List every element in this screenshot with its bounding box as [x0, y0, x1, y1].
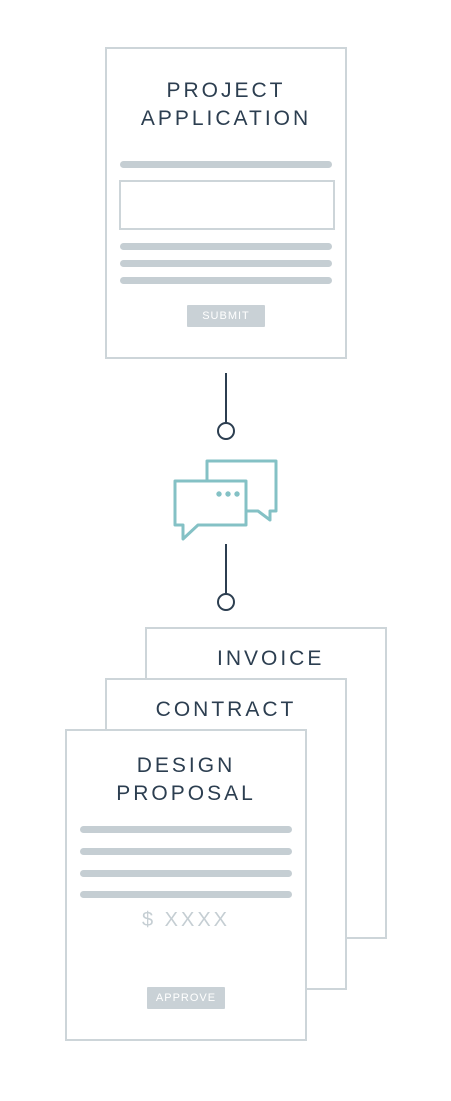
project-application-card: PROJECT APPLICATION SUBMIT: [105, 47, 347, 359]
form-input-box[interactable]: [119, 180, 335, 230]
proposal-text-line: [80, 826, 292, 833]
application-title: PROJECT APPLICATION: [107, 77, 345, 133]
application-title-line1: PROJECT: [166, 79, 286, 102]
proposal-title: DESIGN PROPOSAL: [67, 752, 305, 808]
form-text-line: [120, 277, 332, 284]
connector-node-bottom: [217, 593, 235, 611]
proposal-text-line: [80, 848, 292, 855]
proposal-price: $ XXXX: [141, 909, 231, 931]
form-text-line: [120, 161, 332, 168]
chat-dot: [216, 491, 222, 497]
proposal-text-line: [80, 870, 292, 877]
submit-button[interactable]: SUBMIT: [187, 305, 265, 327]
chat-bubbles-icon: [173, 459, 278, 541]
proposal-title-line1: DESIGN: [136, 754, 236, 777]
chat-dot: [225, 491, 231, 497]
contract-title: CONTRACT: [155, 698, 297, 721]
application-title-line2: APPLICATION: [140, 107, 312, 130]
proposal-title-line2: PROPOSAL: [116, 782, 256, 805]
connector-node-top: [217, 422, 235, 440]
chat-dot: [234, 491, 240, 497]
invoice-title: INVOICE: [217, 647, 325, 670]
proposal-text-line: [80, 891, 292, 898]
design-proposal-document: DESIGN PROPOSAL $ XXXX APPROVE: [65, 729, 307, 1041]
approve-button[interactable]: APPROVE: [147, 987, 225, 1009]
form-text-line: [120, 260, 332, 267]
chat-bubble-front: [173, 479, 248, 541]
form-text-line: [120, 243, 332, 250]
